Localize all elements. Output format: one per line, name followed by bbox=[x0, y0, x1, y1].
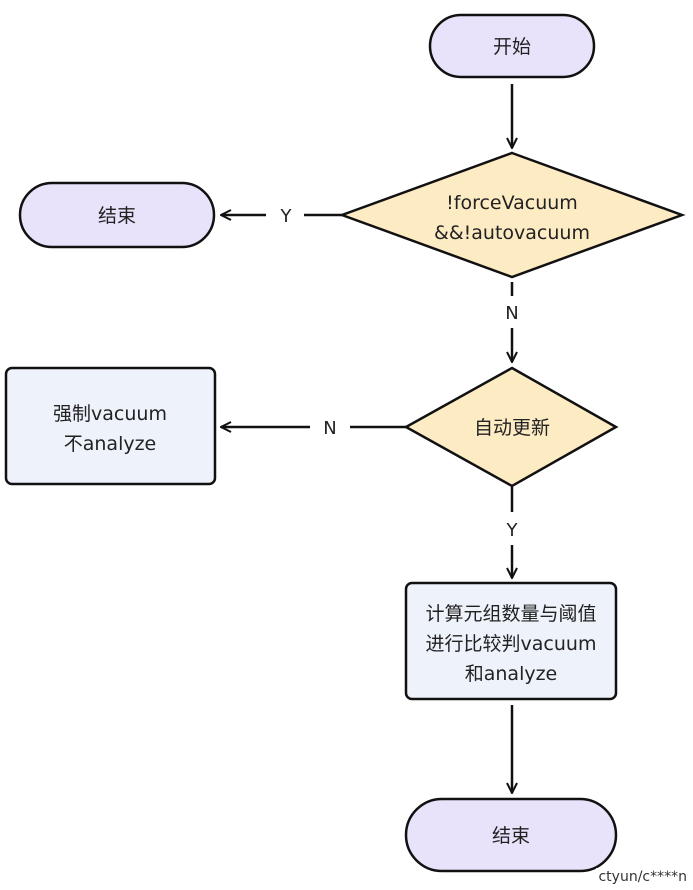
force-vacuum-process: 强制vacuum 不analyze bbox=[4, 366, 217, 486]
force-vacuum-decision: !forceVacuum &&!autovacuum bbox=[338, 151, 686, 279]
force-process-line-1: 强制vacuum bbox=[53, 403, 167, 425]
compute-line-3: 和analyze bbox=[465, 663, 558, 685]
auto-update-decision: 自动更新 bbox=[403, 366, 619, 488]
force-process-line-2: 不analyze bbox=[64, 433, 157, 455]
auto-update-label: 自动更新 bbox=[474, 417, 550, 439]
compute-line-1: 计算元组数量与阈值 bbox=[425, 603, 596, 625]
start-node: 开始 bbox=[428, 13, 596, 79]
watermark: ctyun/c****n bbox=[596, 868, 689, 886]
start-label: 开始 bbox=[493, 36, 531, 58]
edge-label-y-auto: Y bbox=[506, 520, 519, 541]
force-vacuum-line-2: &&!autovacuum bbox=[434, 222, 590, 244]
edge-label-y-force: Y bbox=[280, 206, 293, 227]
compute-process: 计算元组数量与阈值 进行比较判vacuum 和analyze bbox=[404, 581, 618, 701]
end-bottom-label: 结束 bbox=[492, 825, 530, 847]
edge-label-n-force: N bbox=[505, 303, 518, 324]
compute-line-2: 进行比较判vacuum bbox=[426, 633, 597, 655]
end-node-bottom: 结束 bbox=[404, 797, 618, 873]
edge-label-n-auto: N bbox=[323, 418, 336, 439]
force-vacuum-line-1: !forceVacuum bbox=[446, 192, 578, 214]
end-node-left: 结束 bbox=[18, 181, 216, 249]
end-left-label: 结束 bbox=[98, 205, 136, 227]
